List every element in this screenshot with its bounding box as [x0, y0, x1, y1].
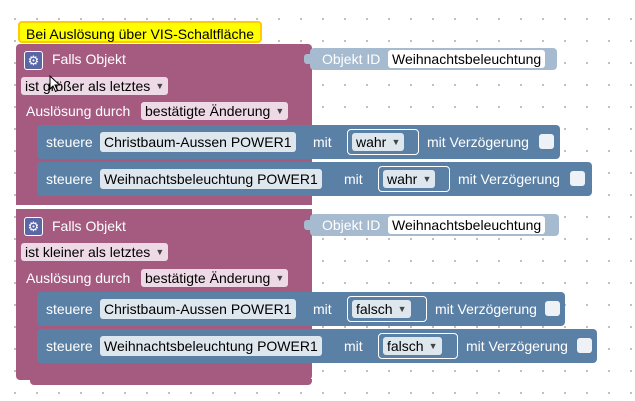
- object-id-label-1: Objekt ID: [322, 51, 381, 67]
- triangle-down-icon: ▼: [397, 304, 407, 314]
- mit-label: mit: [344, 171, 363, 187]
- falls-objekt-label-2: Falls Objekt: [52, 218, 126, 234]
- mouse-cursor-icon: [49, 75, 61, 93]
- trigger-by-label-1: Auslösung durch: [26, 103, 131, 119]
- value-dropdown[interactable]: falsch ▼: [352, 300, 411, 318]
- target-field[interactable]: Weihnachtsbeleuchtung POWER1: [100, 169, 322, 189]
- control-block-1-1[interactable]: steuere Christbaum-Aussen POWER1 mit wah…: [37, 125, 560, 159]
- delay-label: mit Verzögerung: [435, 301, 537, 317]
- trigger-dropdown-2[interactable]: bestätigte Änderung ▼: [141, 269, 289, 287]
- value-block[interactable]: wahr ▼: [347, 129, 419, 155]
- steuere-label: steuere: [46, 134, 93, 150]
- value-dropdown[interactable]: wahr ▼: [352, 133, 405, 151]
- delay-label: mit Verzögerung: [427, 134, 529, 150]
- triangle-down-icon: ▼: [155, 81, 165, 91]
- trigger-value-1: bestätigte Änderung: [145, 103, 271, 119]
- control-block-2-1[interactable]: steuere Christbaum-Aussen POWER1 mit fal…: [37, 292, 565, 326]
- control-block-2-2[interactable]: steuere Weihnachtsbeleuchtung POWER1 mit…: [37, 329, 597, 363]
- triangle-down-icon: ▼: [275, 273, 285, 283]
- gear-icon[interactable]: ⚙: [24, 51, 43, 70]
- object-id-field-1[interactable]: Weihnachtsbeleuchtung: [388, 50, 546, 68]
- trigger-value-2: bestätigte Änderung: [145, 270, 271, 286]
- delay-checkbox[interactable]: [577, 338, 592, 353]
- triangle-down-icon: ▼: [422, 174, 432, 184]
- object-id-block-2[interactable]: Objekt ID Weihnachtsbeleuchtung: [304, 214, 559, 236]
- value-text: wahr: [387, 171, 418, 187]
- target-field[interactable]: Christbaum-Aussen POWER1: [100, 299, 296, 319]
- triangle-down-icon: ▼: [275, 106, 285, 116]
- falls-objekt-label-1: Falls Objekt: [52, 51, 126, 67]
- value-dropdown[interactable]: falsch ▼: [383, 337, 442, 355]
- target-field[interactable]: Weihnachtsbeleuchtung POWER1: [100, 336, 322, 356]
- steuere-label: steuere: [46, 171, 93, 187]
- comment-bubble[interactable]: Bei Auslösung über VIS-Schaltfläche: [18, 21, 263, 43]
- control-block-1-2[interactable]: steuere Weihnachtsbeleuchtung POWER1 mit…: [37, 162, 592, 196]
- mit-label: mit: [313, 301, 332, 317]
- trigger-dropdown-1[interactable]: bestätigte Änderung ▼: [141, 102, 289, 120]
- value-text: falsch: [387, 338, 424, 354]
- value-block[interactable]: wahr ▼: [378, 166, 450, 192]
- delay-checkbox[interactable]: [539, 134, 554, 149]
- triangle-down-icon: ▼: [428, 341, 438, 351]
- delay-checkbox[interactable]: [545, 301, 560, 316]
- gear-icon[interactable]: ⚙: [24, 217, 43, 236]
- object-id-label-2: Objekt ID: [322, 217, 381, 233]
- trigger-block-bottom: [30, 379, 312, 385]
- compare-value-2: ist kleiner als letztes: [25, 244, 151, 260]
- delay-checkbox[interactable]: [570, 171, 585, 186]
- mit-label: mit: [344, 338, 363, 354]
- connector-notch: [304, 220, 310, 230]
- trigger-by-label-2: Auslösung durch: [26, 270, 131, 286]
- compare-dropdown-2[interactable]: ist kleiner als letztes ▼: [21, 243, 169, 261]
- compare-value-1: ist größer als letztes: [25, 78, 151, 94]
- connector-notch: [304, 54, 310, 64]
- object-id-block-1[interactable]: Objekt ID Weihnachtsbeleuchtung: [304, 48, 557, 70]
- target-field[interactable]: Christbaum-Aussen POWER1: [100, 132, 296, 152]
- value-block[interactable]: falsch ▼: [347, 296, 427, 322]
- value-text: wahr: [356, 134, 387, 150]
- delay-label: mit Verzögerung: [466, 338, 568, 354]
- triangle-down-icon: ▼: [391, 137, 401, 147]
- trigger-separator: [16, 205, 312, 209]
- steuere-label: steuere: [46, 301, 93, 317]
- mit-label: mit: [313, 134, 332, 150]
- object-id-field-2[interactable]: Weihnachtsbeleuchtung: [388, 216, 546, 234]
- delay-label: mit Verzögerung: [458, 171, 560, 187]
- steuere-label: steuere: [46, 338, 93, 354]
- value-text: falsch: [356, 301, 393, 317]
- triangle-down-icon: ▼: [155, 247, 165, 257]
- compare-dropdown-1[interactable]: ist größer als letztes ▼: [21, 77, 169, 95]
- value-block[interactable]: falsch ▼: [378, 333, 458, 359]
- value-dropdown[interactable]: wahr ▼: [383, 170, 436, 188]
